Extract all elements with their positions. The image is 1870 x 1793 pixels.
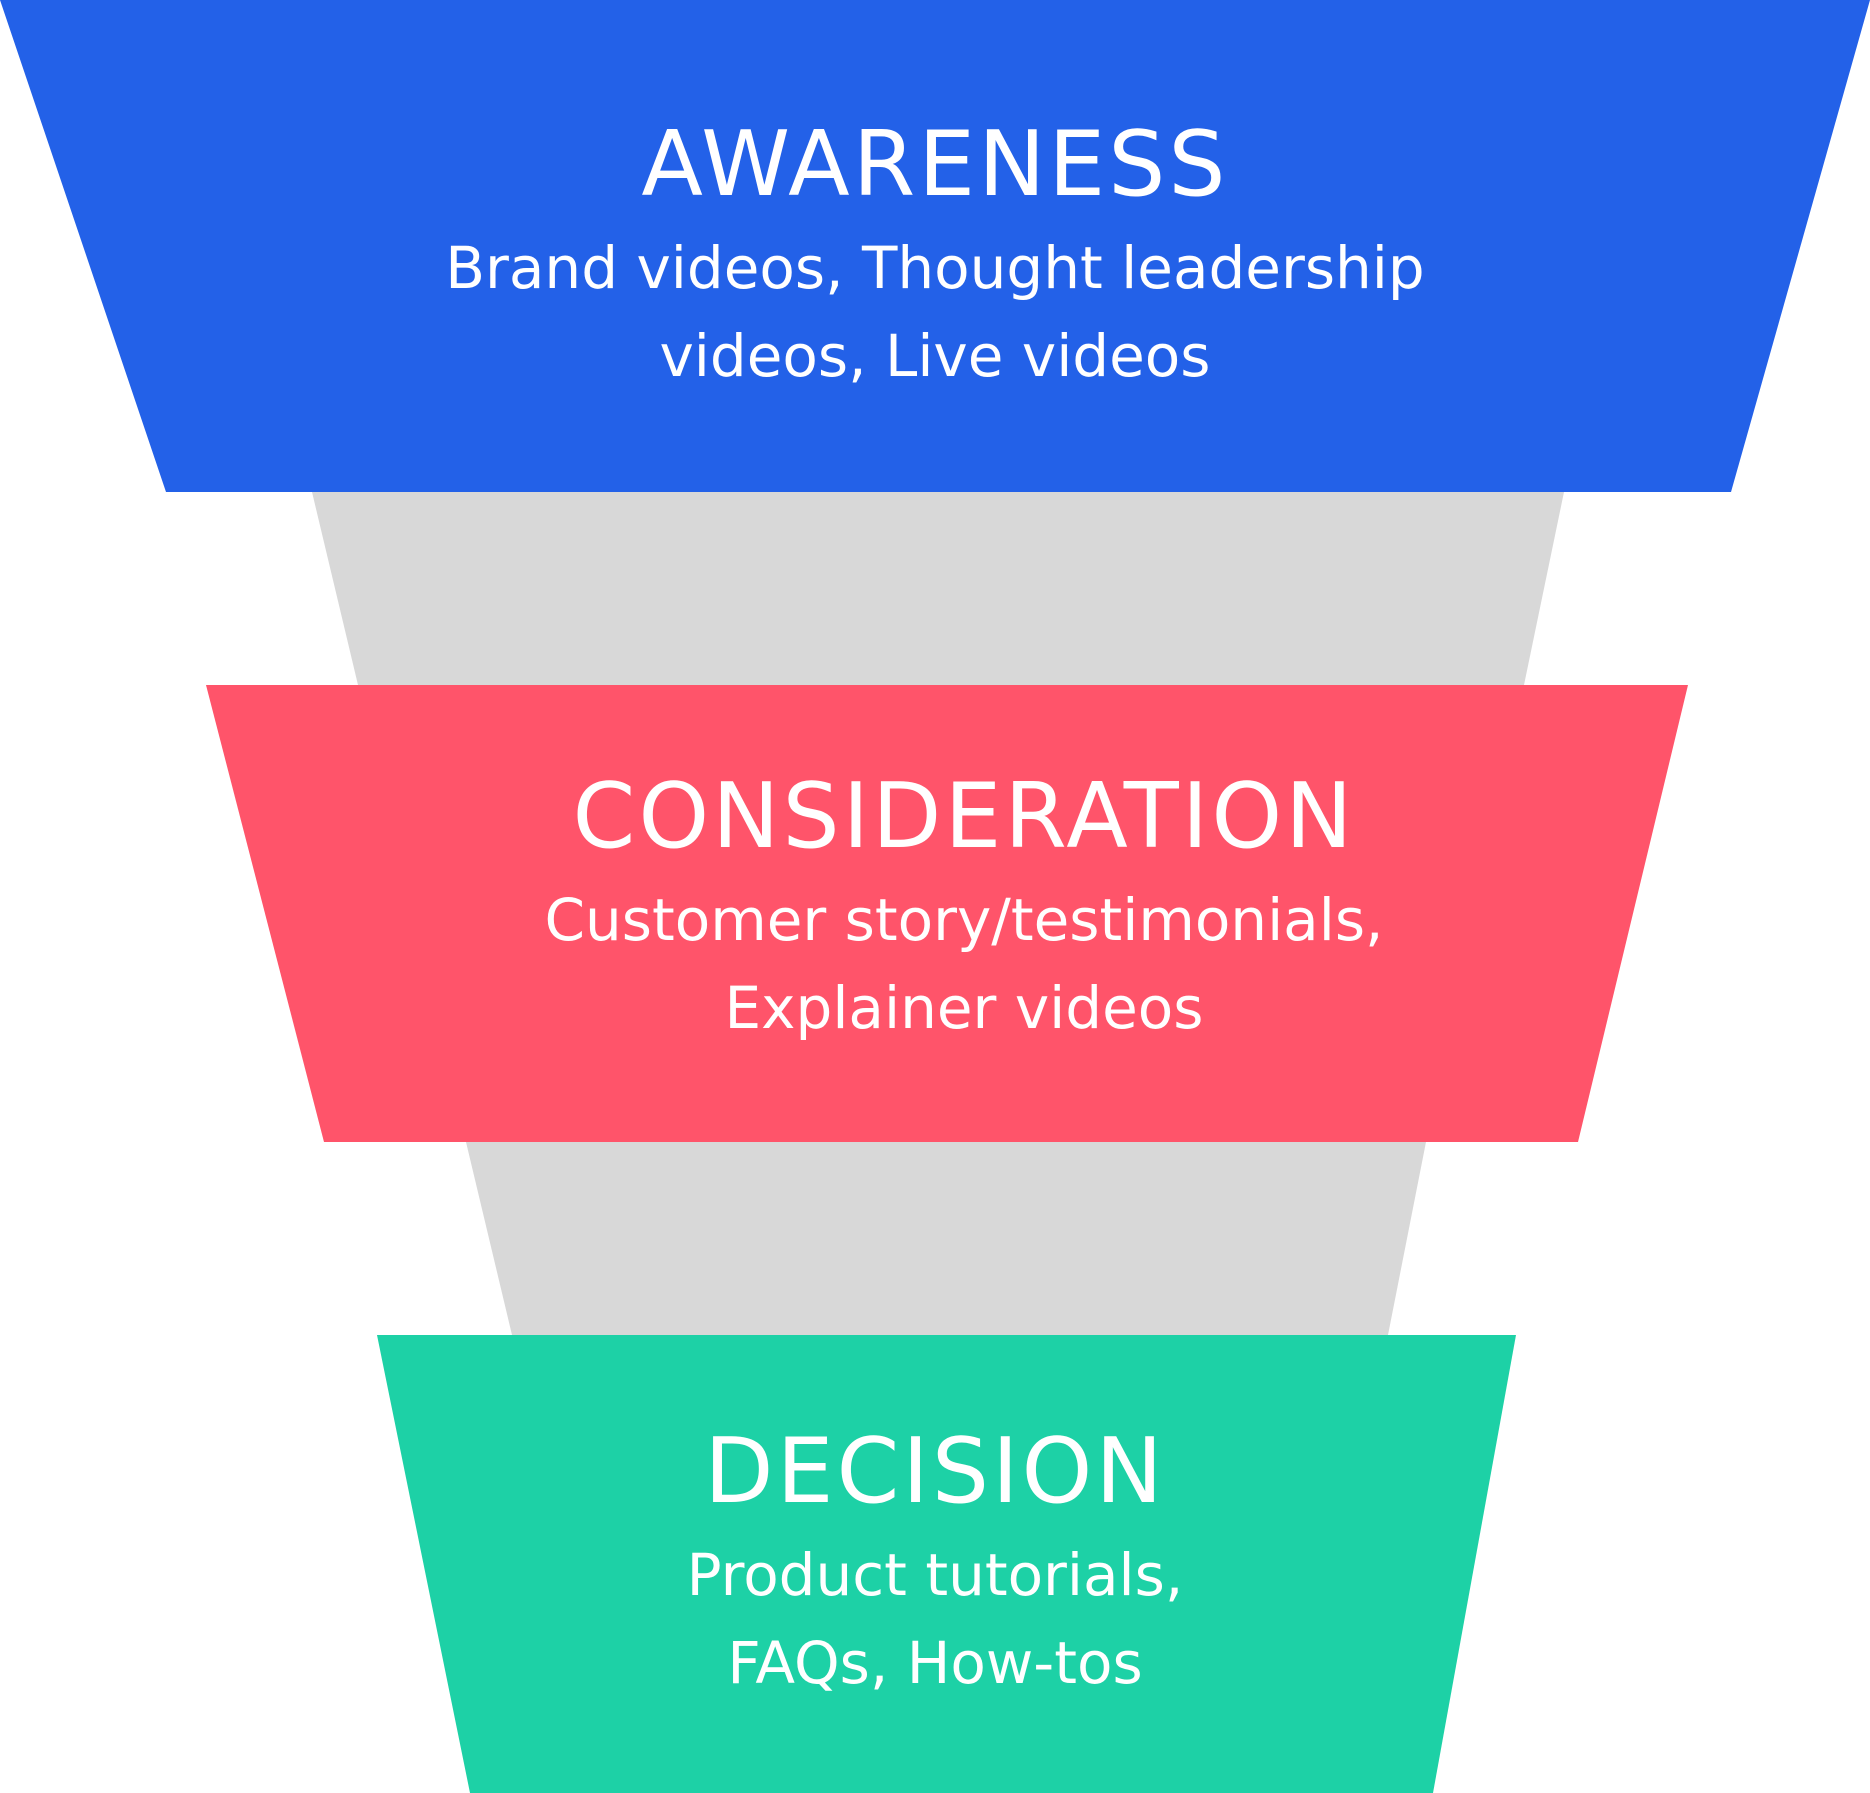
consideration-stage: CONSIDERATION Customer story/testimonial… [464, 762, 1464, 1052]
consideration-band [206, 685, 1688, 1142]
consideration-description-line-1: Customer story/testimonials, [544, 886, 1384, 954]
awareness-description-line-1: Brand videos, Thought leadership [445, 234, 1425, 302]
consideration-title: CONSIDERATION [572, 764, 1356, 869]
decision-description: Product tutorials, FAQs, How-tos [435, 1531, 1435, 1707]
decision-title: DECISION [704, 1419, 1166, 1524]
awareness-description-line-2: videos, Live videos [659, 322, 1211, 390]
connector-consideration-decision [466, 1142, 1426, 1335]
decision-stage: DECISION Product tutorials, FAQs, How-to… [435, 1417, 1435, 1707]
decision-description-line-2: FAQs, How-tos [727, 1629, 1143, 1697]
connector-awareness-consideration [312, 492, 1564, 685]
awareness-band [0, 0, 1870, 492]
awareness-description: Brand videos, Thought leadership videos,… [435, 224, 1435, 400]
decision-band [377, 1335, 1516, 1793]
awareness-title: AWARENESS [641, 112, 1229, 217]
decision-description-line-1: Product tutorials, [686, 1541, 1184, 1609]
awareness-stage: AWARENESS Brand videos, Thought leadersh… [435, 110, 1435, 400]
consideration-description: Customer story/testimonials, Explainer v… [464, 876, 1464, 1052]
consideration-description-line-2: Explainer videos [724, 974, 1204, 1042]
